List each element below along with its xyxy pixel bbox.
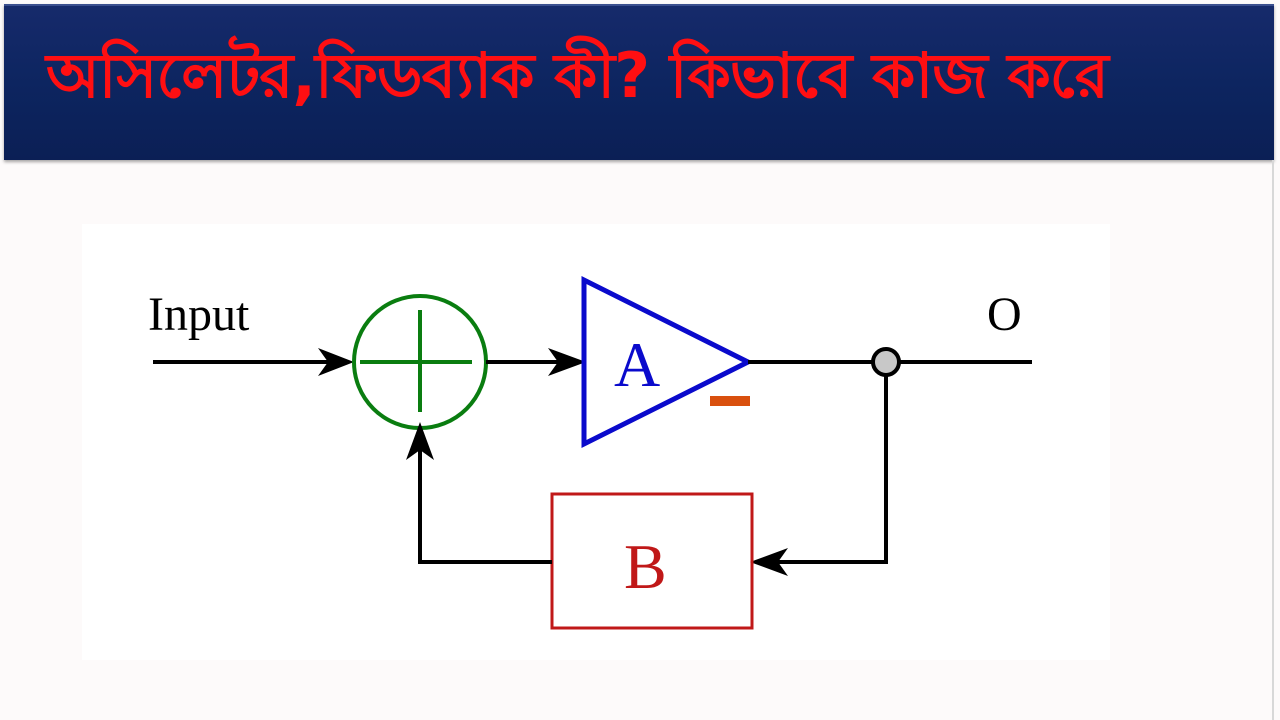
feedback-block-diagram: Input A O B xyxy=(82,224,1110,660)
feedback-return-arrow-icon xyxy=(406,422,434,460)
output-node xyxy=(871,347,901,377)
feedback-sense-line xyxy=(770,375,888,564)
output-label-clip-mask xyxy=(1032,284,1110,344)
amplifier-minus-marker xyxy=(710,396,750,406)
page-title: অসিলেটর,ফিডব্যাক কী? কিভাবে কাজ করে xyxy=(46,39,1109,112)
input-arrow-icon xyxy=(318,348,354,376)
output-label: O xyxy=(987,288,1022,341)
amplifier-label: A xyxy=(614,329,660,400)
input-label: Input xyxy=(148,288,250,341)
title-banner: অসিলেটর,ফিডব্যাক কী? কিভাবে কাজ করে xyxy=(4,4,1274,160)
amplifier-input-arrow-icon xyxy=(548,348,586,376)
page-edge-divider xyxy=(1272,160,1274,720)
feedback-block-input-arrow-icon xyxy=(750,548,788,576)
diagram-canvas: Input A O B xyxy=(148,275,1110,630)
amplifier-triangle xyxy=(581,275,754,449)
feedback-block-label: B xyxy=(624,531,667,602)
feedback-return-line xyxy=(418,446,552,564)
